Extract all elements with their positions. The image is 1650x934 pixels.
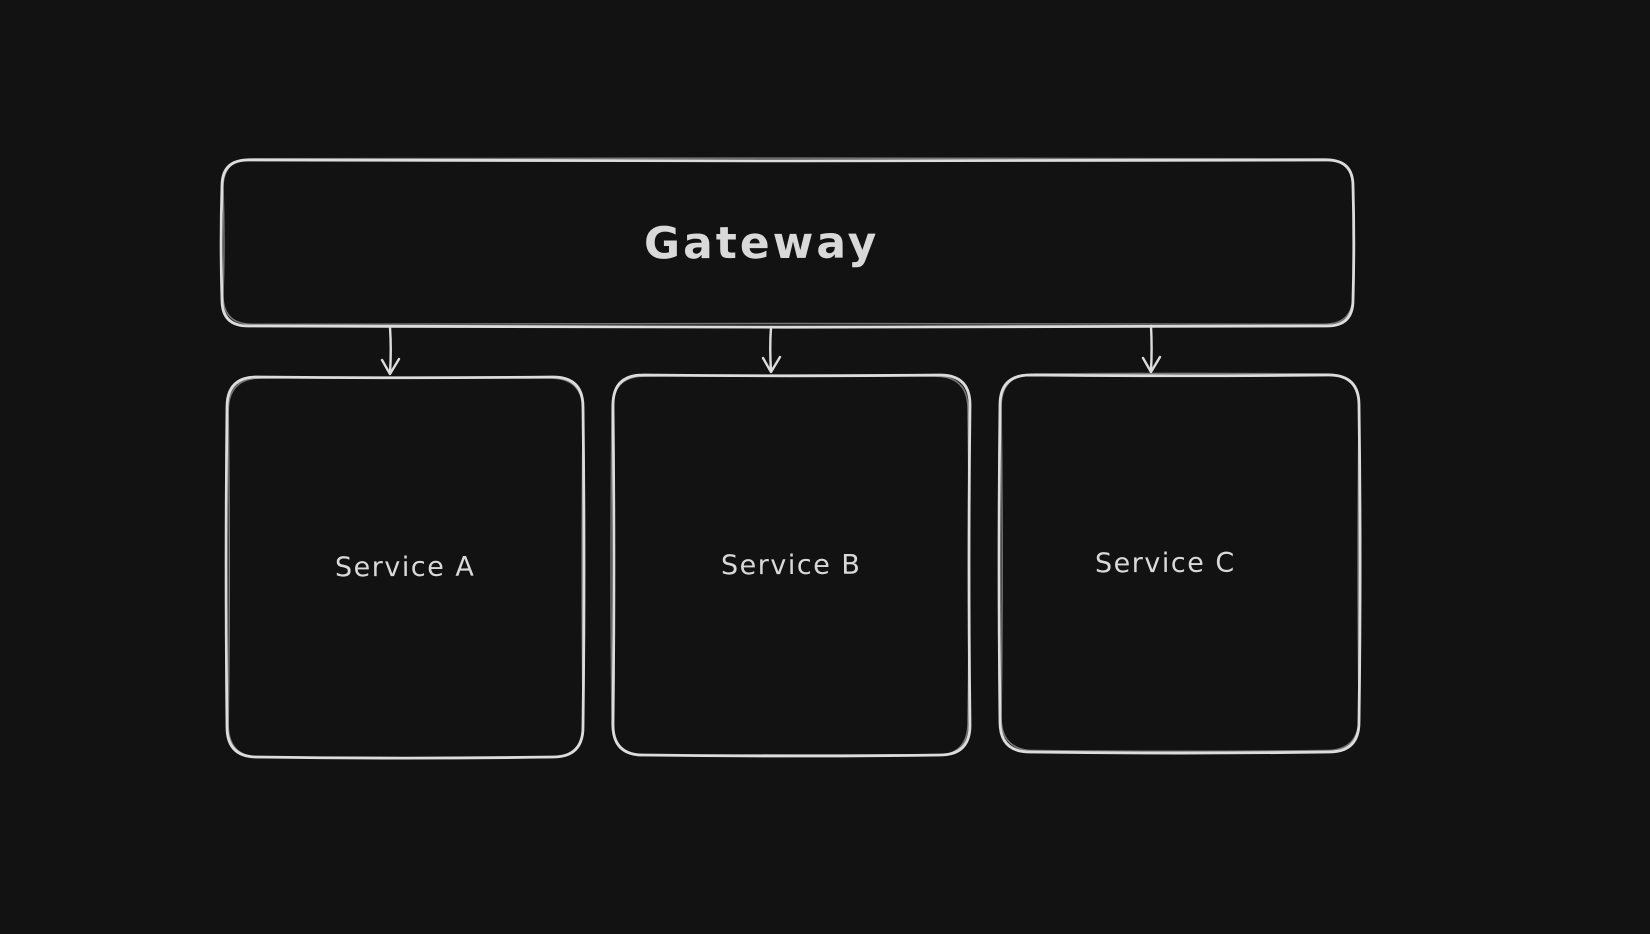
sketch-stroke — [380, 357, 401, 376]
sketch-stroke — [1000, 372, 1360, 752]
node-service-b[interactable]: Service B — [613, 375, 970, 755]
gateway-box-outline — [219, 157, 1356, 329]
service-c-box-outline — [997, 372, 1362, 755]
arrow-gateway-to-service-a[interactable] — [380, 325, 401, 376]
node-service-b-label: Service B — [721, 549, 862, 581]
sketch-stroke — [227, 376, 584, 760]
node-service-c[interactable]: Service C — [1000, 375, 1359, 752]
sketch-stroke — [388, 325, 392, 375]
sketch-stroke — [1141, 355, 1162, 374]
sketch-stroke — [610, 374, 970, 757]
node-gateway-label: Gateway — [643, 217, 880, 269]
sketch-stroke — [222, 157, 1356, 326]
service-b-box-outline — [610, 373, 972, 758]
sketch-stroke — [769, 325, 773, 373]
service-a-box-outline — [224, 375, 586, 760]
node-service-a[interactable]: Service A — [227, 377, 583, 757]
node-service-c-label: Service C — [1095, 547, 1236, 580]
node-gateway[interactable]: Gateway — [222, 160, 1353, 326]
arrow-gateway-to-service-b[interactable] — [761, 325, 782, 374]
sketch-stroke — [761, 355, 782, 374]
sketch-stroke — [219, 158, 1356, 329]
sketch-stroke — [997, 373, 1362, 755]
node-service-a-label: Service A — [334, 551, 476, 583]
sketch-stroke — [1149, 324, 1153, 373]
arrow-gateway-to-service-c[interactable] — [1141, 324, 1162, 374]
